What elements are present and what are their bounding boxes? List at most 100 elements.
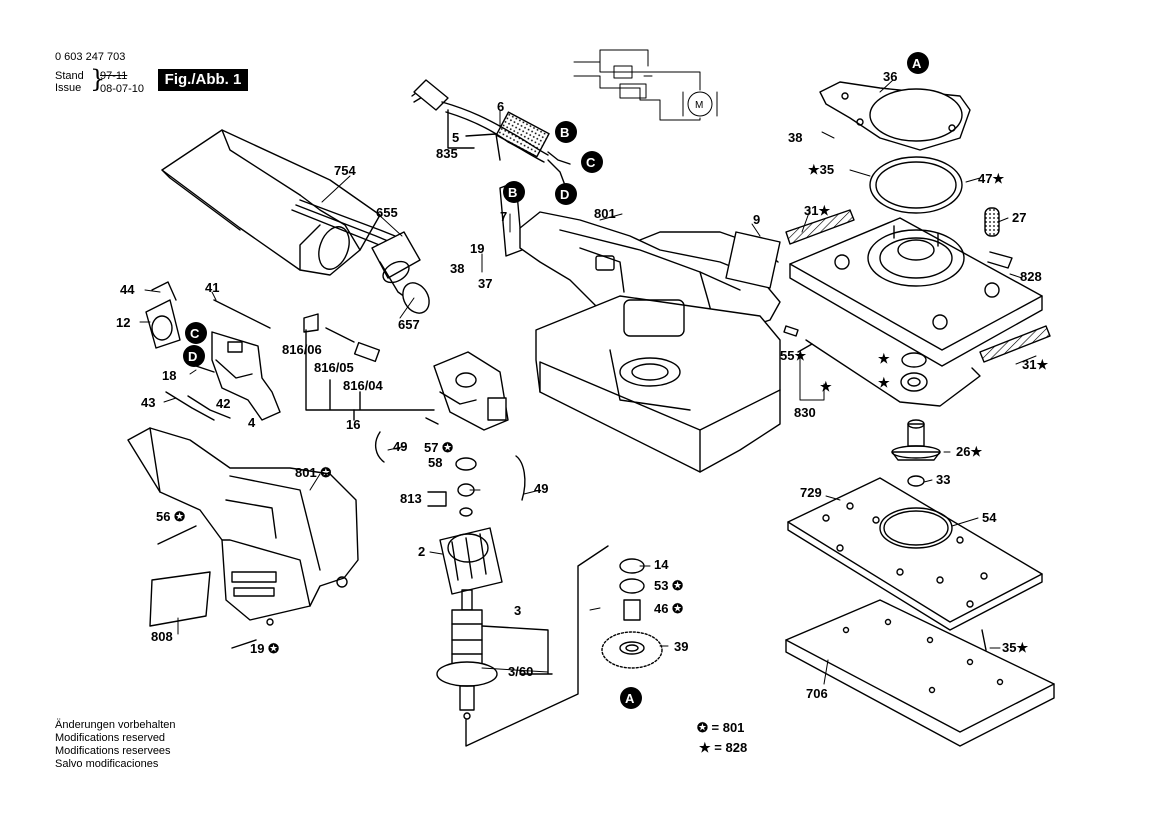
callout-B-switch: B: [503, 181, 525, 203]
label-54: 54: [982, 510, 997, 525]
callout-C-cord: C: [581, 151, 603, 173]
label-754: 754: [334, 163, 356, 178]
issue-label: Issue: [55, 82, 82, 94]
svg-text:M: M: [695, 100, 703, 111]
legend-801: ✪ = 801: [697, 720, 745, 735]
svg-text:D: D: [560, 187, 569, 202]
pin-828: [987, 251, 1013, 269]
svg-text:A: A: [625, 691, 635, 706]
svg-text:D: D: [188, 349, 197, 364]
filter-pad: [725, 231, 781, 289]
gear-39: [601, 631, 663, 669]
callout-B-cord: B: [555, 121, 577, 143]
label-2: 2: [418, 544, 426, 559]
brace: }: [90, 65, 106, 93]
callout-D-cord: D: [555, 183, 577, 205]
footer-line-fr: Modifications reservees: [55, 745, 171, 757]
label-816-06: 816/06: [282, 342, 322, 357]
slider-41: [213, 299, 271, 329]
screw-35: [981, 629, 987, 651]
callout-D-left: D: [183, 345, 205, 367]
screw-18: [195, 365, 215, 373]
label-830: 830: [794, 405, 816, 420]
label-19-top: 19: [470, 241, 485, 256]
label-57: 57 ✪: [424, 440, 453, 455]
part-number: 0 603 247 703: [55, 51, 126, 63]
svg-text:B: B: [508, 185, 517, 200]
label-801-bottom: 801 ✪: [295, 465, 332, 480]
label-18: 18: [162, 368, 177, 383]
lower-housing: [127, 427, 359, 626]
label-808: 808: [151, 629, 173, 644]
label-35-top: ★35: [808, 162, 835, 177]
label-657: 657: [398, 317, 420, 332]
upper-housing: [499, 181, 781, 473]
star-spacer-bottom: ★: [878, 375, 890, 390]
label-3: 3: [514, 603, 522, 618]
label-49-right: 49: [534, 481, 549, 496]
label-16: 16: [346, 417, 361, 432]
label-813: 813: [400, 491, 422, 506]
bearing-53: [619, 578, 645, 594]
label-37: 37: [478, 276, 493, 291]
stand-new: 08-07-10: [100, 83, 145, 95]
armature-3: [436, 589, 498, 720]
label-816-04: 816/04: [343, 378, 383, 393]
label-56: 56 ✪: [156, 509, 185, 524]
switch-assembly-16: [433, 351, 509, 431]
callout-A-bottom: A: [620, 687, 642, 709]
label-38-right: 38: [788, 130, 803, 145]
svg-text:C: C: [586, 155, 596, 170]
seal-strip-31-bottom: [979, 325, 1051, 363]
screw-56: [157, 525, 197, 545]
label-44: 44: [120, 282, 135, 297]
dust-bag: [161, 129, 406, 276]
label-42: 42: [216, 396, 231, 411]
svg-text:C: C: [190, 326, 200, 341]
footer-notes: Änderungen vorbehalten Modifications res…: [55, 719, 175, 771]
label-35-bottom: 35★: [1002, 640, 1029, 655]
label-14: 14: [654, 557, 669, 572]
callout-C-left: C: [185, 322, 207, 344]
stand-old: 97-11: [100, 70, 128, 82]
callout-A-top: A: [907, 52, 929, 74]
switch-carrier-4: [211, 331, 281, 421]
label-49-left: 49: [393, 439, 408, 454]
star-spacer-top: ★: [878, 351, 890, 366]
spring-wire-43: [165, 391, 231, 421]
star-830: ★: [820, 379, 832, 394]
wiring-schematic: M: [573, 49, 718, 121]
power-cord: [411, 79, 571, 189]
base-plate-828: [789, 217, 1043, 367]
label-4: 4: [248, 415, 256, 430]
label-835: 835: [436, 146, 458, 161]
stand-label: Stand: [55, 70, 84, 82]
eccentric-26: [891, 419, 941, 461]
label-53: 53 ✪: [654, 578, 683, 593]
footer-line-de: Änderungen vorbehalten: [55, 719, 176, 731]
sanding-pad: [785, 599, 1055, 747]
label-46: 46 ✪: [654, 601, 683, 616]
footer-line-en: Modifications reserved: [55, 732, 166, 744]
spring-27: [984, 207, 1000, 237]
label-12: 12: [116, 315, 131, 330]
seal-strip-31-top: [785, 209, 855, 245]
footer-line-es: Salvo modificaciones: [55, 758, 159, 770]
label-3-60: 3/60: [508, 664, 534, 679]
label-38-top: 38: [450, 261, 465, 276]
label-41: 41: [205, 280, 220, 295]
label-706: 706: [806, 686, 828, 701]
cover-808: [149, 571, 211, 627]
legend-828: ★ = 828: [699, 740, 748, 755]
label-27: 27: [1012, 210, 1027, 225]
fan-cover: [819, 81, 971, 151]
label-5: 5: [452, 130, 460, 145]
label-39: 39: [674, 639, 689, 654]
retaining-ring: [869, 156, 963, 214]
label-828: 828: [1020, 269, 1042, 284]
screw-19: [231, 639, 257, 649]
sanding-plate: [787, 477, 1043, 631]
retaining-wire: [805, 339, 981, 407]
label-655: 655: [376, 205, 398, 220]
stator-2: [439, 527, 503, 595]
